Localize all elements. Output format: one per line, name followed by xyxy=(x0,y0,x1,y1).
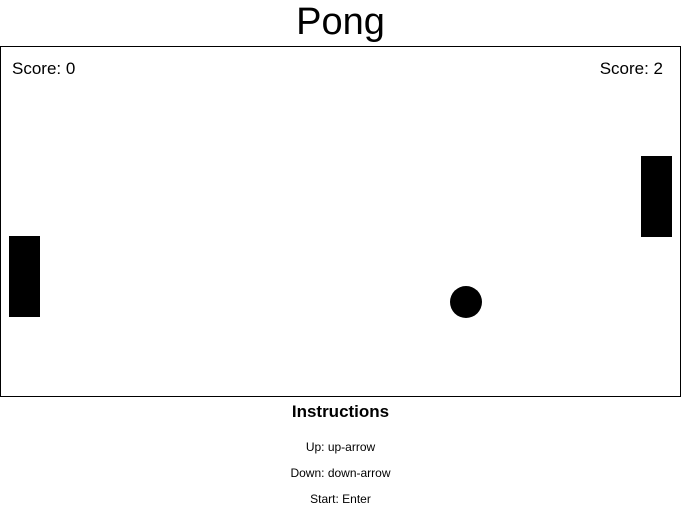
ball xyxy=(450,286,482,318)
page-title: Pong xyxy=(296,1,385,43)
instruction-up: Up: up-arrow xyxy=(305,440,376,454)
game-board[interactable]: Score: 0 Score: 2 xyxy=(0,46,681,397)
right-paddle xyxy=(641,156,672,237)
right-player-score: Score: 2 xyxy=(599,59,663,78)
left-paddle xyxy=(9,236,40,317)
left-player-score: Score: 0 xyxy=(12,59,76,78)
instruction-down: Down: down-arrow xyxy=(290,466,391,480)
instructions-panel: Instructions Up: up-arrow Down: down-arr… xyxy=(0,400,681,506)
instruction-start: Start: Enter xyxy=(310,492,371,506)
instructions-heading: Instructions xyxy=(291,402,390,421)
